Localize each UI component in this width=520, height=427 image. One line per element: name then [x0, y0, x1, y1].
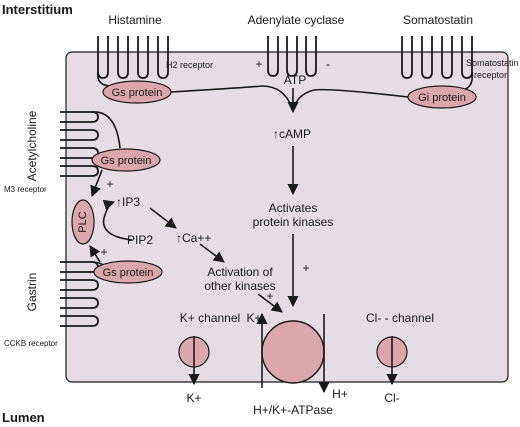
h2-receptor-label: H2 receptor: [166, 60, 213, 70]
gs-protein-m3-label: Gs protein: [101, 155, 152, 167]
minus-sign-ac: -: [326, 57, 330, 71]
gs-protein-m3: [91, 148, 161, 172]
plus-sign-other: +: [266, 289, 273, 303]
pip2-to-ip3-arrow: [102, 199, 133, 241]
gastrin-label: Gastrin: [25, 273, 39, 312]
plc: [71, 199, 95, 245]
gs-to-ac-line: [170, 85, 293, 109]
adenylate-cyclase-label: Adenylate cyclase: [248, 13, 345, 27]
h-out-label: H+: [332, 387, 348, 401]
kinase-to-pump-arrow-2: [257, 293, 283, 313]
interstitium-label: Interstitium: [2, 2, 73, 17]
somatostatin-receptor: [401, 36, 473, 79]
somatostatin-receptor-label-1: Somatostatin: [466, 58, 519, 68]
m3-receptor-tail: [91, 111, 121, 149]
atpase-label: H+/K+-ATPase: [253, 403, 333, 417]
cl-out-label: Cl-: [384, 391, 399, 405]
activation-label-2: other kinases: [204, 279, 275, 293]
gi-protein-label: Gi protein: [418, 92, 466, 104]
cckb-receptor-label: CCKB receptor: [4, 339, 58, 348]
camp-label: ↑cAMP: [273, 127, 311, 141]
somatostatin-label: Somatostatin: [403, 13, 473, 27]
ip3-label: ↑IP3: [116, 195, 140, 209]
plus-sign-m3: +: [106, 177, 113, 191]
gs-protein-h2-label: Gs protein: [112, 87, 163, 99]
pip2-label: PIP2: [127, 233, 153, 247]
plc-label: PLC: [77, 211, 89, 232]
ip3-to-ca-arrow: [149, 207, 177, 229]
m3-to-plc-arrow: [90, 169, 103, 198]
cl-channel-label: Cl- - channel: [366, 311, 434, 325]
gi-to-ac-line: [293, 88, 409, 109]
activates-label-1: Activates: [269, 201, 318, 215]
plus-sign-cck: +: [100, 245, 107, 259]
atp-label: ATP: [284, 73, 306, 87]
gs-protein-cck: [93, 260, 163, 284]
ca-to-kinase-arrow: [199, 243, 225, 263]
plus-sign-ac: +: [255, 57, 262, 71]
m3-receptor: [60, 111, 99, 177]
somatostatin-receptor-label-2: receptor: [474, 70, 507, 80]
k-in-label: K+: [246, 311, 261, 325]
k-out-label: K+: [186, 391, 201, 405]
adenylate-cyclase: [267, 36, 317, 77]
k-channel-label: K+ channel: [180, 311, 240, 325]
lumen-label: Lumen: [2, 410, 45, 425]
activates-label-2: protein kinases: [253, 215, 334, 229]
gs-protein-cck-label: Gs protein: [103, 267, 154, 279]
h2-receptor: [97, 36, 169, 79]
histamine-label: Histamine: [108, 13, 162, 27]
h-k-atpase: [261, 320, 325, 384]
m3-receptor-label: M3 receptor: [4, 185, 47, 194]
activation-label-1: Activation of: [207, 265, 273, 279]
acetylcholine-label: Acetylcholine: [25, 110, 39, 181]
plus-sign-kinase: +: [302, 261, 309, 275]
cck-to-plc-arrow: [89, 245, 101, 263]
ca-label: ↑Ca++: [176, 231, 211, 245]
